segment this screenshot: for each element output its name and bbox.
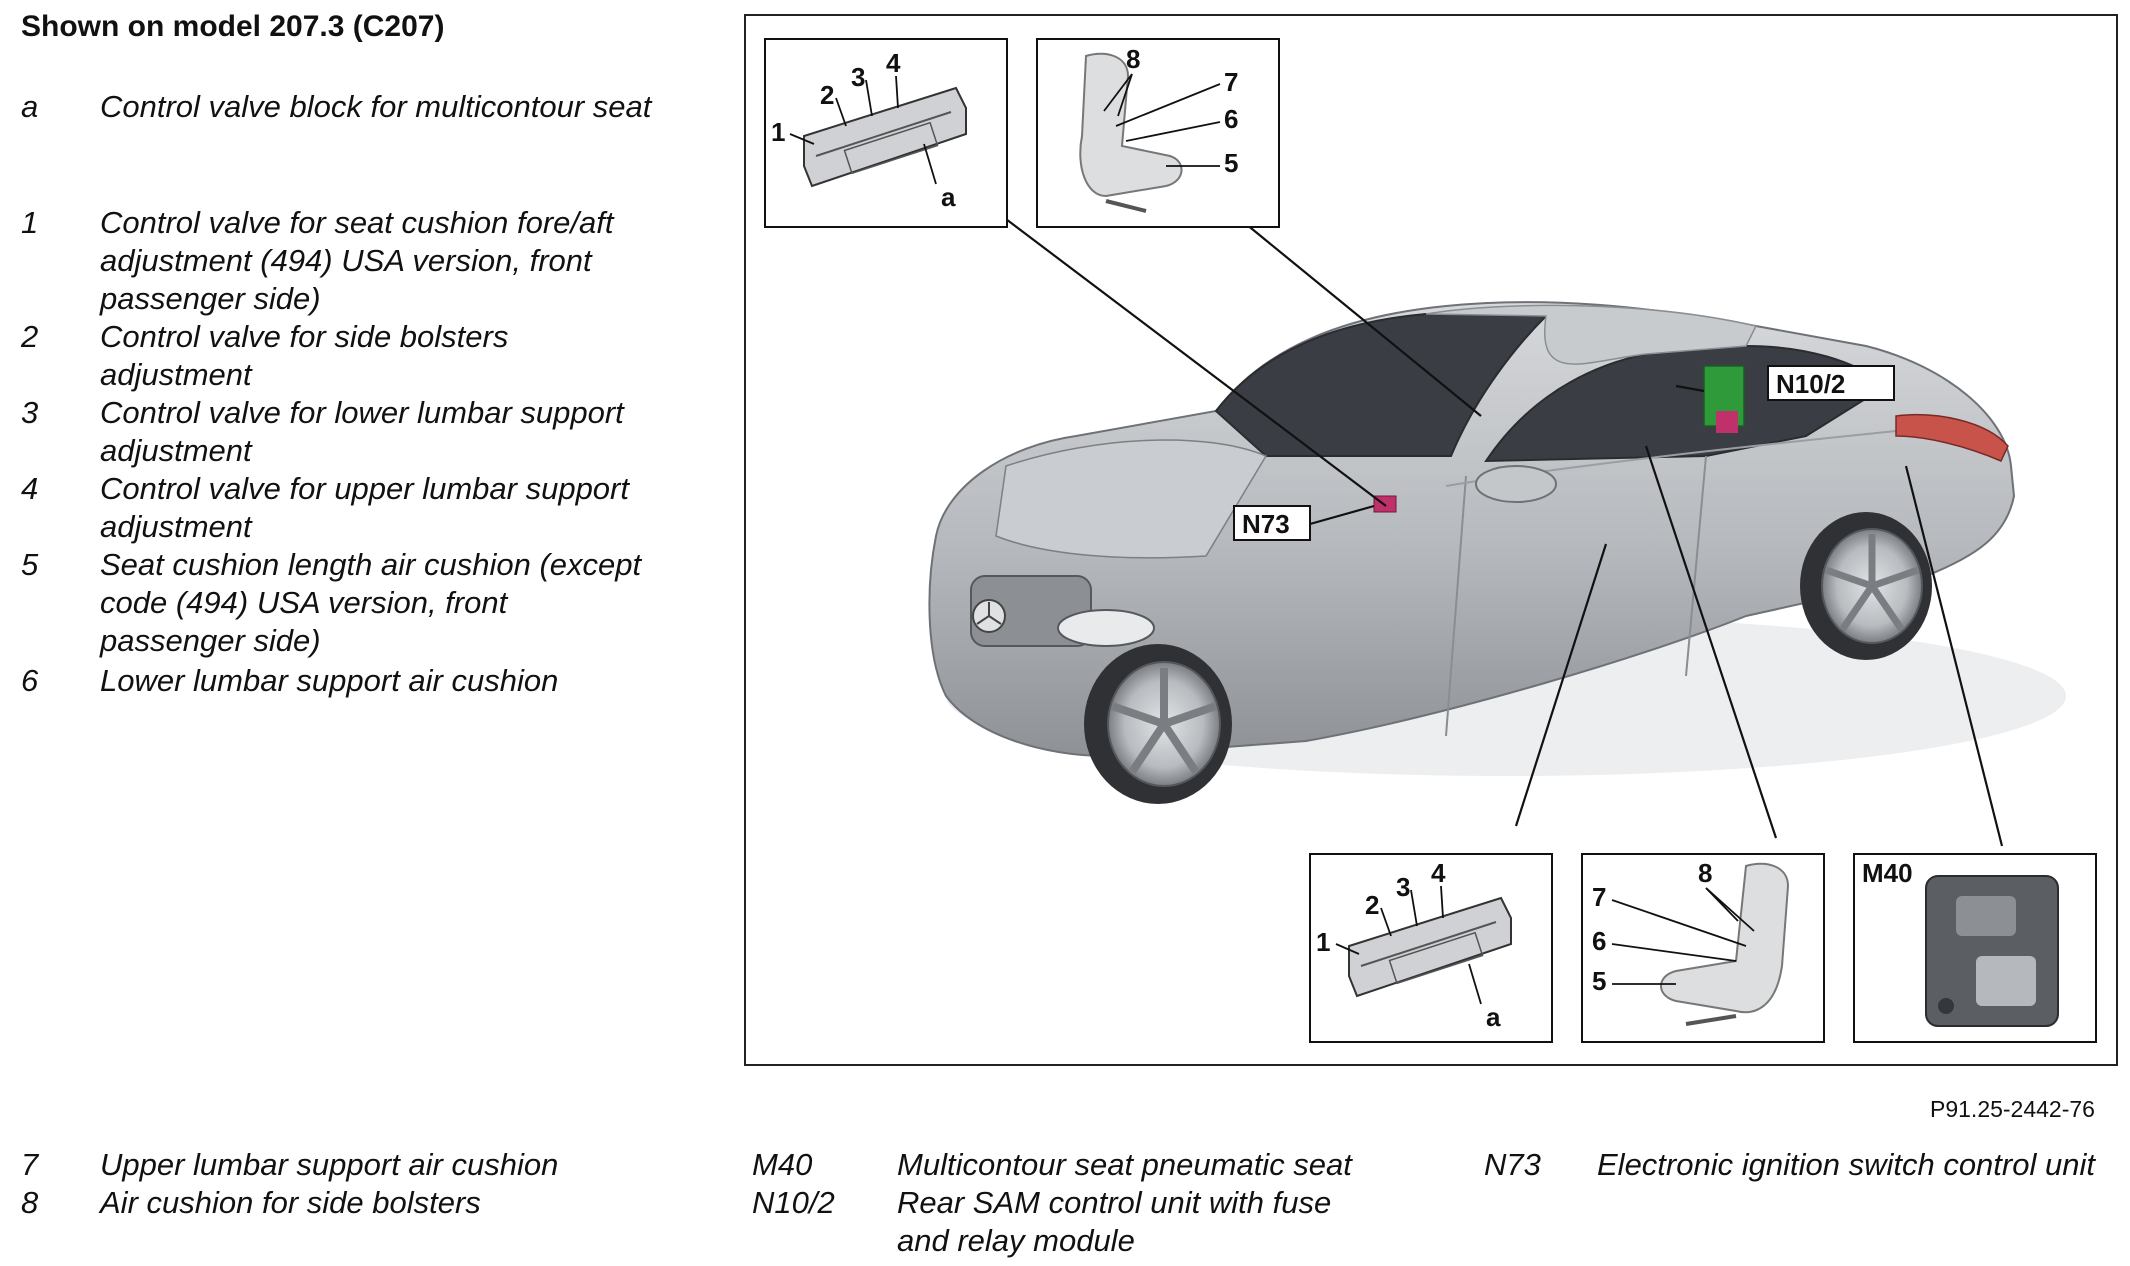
legend-key: 5 bbox=[21, 547, 39, 582]
legend-text: Control valve for side bolsters adjustme… bbox=[100, 319, 509, 392]
inset-seat-top bbox=[1036, 38, 1280, 228]
valve-label-3-bottom: 3 bbox=[1396, 872, 1410, 902]
headlight bbox=[1057, 609, 1155, 647]
svg-text:N73: N73 bbox=[1242, 509, 1290, 539]
legend-text: Lower lumbar support air cushion bbox=[100, 663, 559, 698]
legend-key: 7 bbox=[21, 1147, 39, 1182]
valve-label-4-bottom: 4 bbox=[1431, 858, 1446, 888]
seat-label-6-bottom: 6 bbox=[1592, 926, 1606, 956]
valve-label-3: 3 bbox=[851, 62, 865, 92]
valve-label-2-bottom: 2 bbox=[1365, 890, 1379, 920]
roof-highlight bbox=[1425, 304, 1758, 365]
valve-label-4: 4 bbox=[886, 48, 901, 78]
legend-key: a bbox=[21, 89, 39, 124]
legend-text: Electronic ignition switch control unit bbox=[1597, 1147, 2095, 1182]
legend-text: Upper lumbar support air cushion bbox=[100, 1147, 559, 1182]
car-illustration bbox=[928, 301, 2066, 804]
valve-label-2: 2 bbox=[820, 80, 834, 110]
legend-text: Control valve for seat cushion fore/aft … bbox=[100, 205, 614, 316]
legend-key: 3 bbox=[21, 395, 39, 430]
valve-label-1-bottom: 1 bbox=[1316, 927, 1330, 957]
seat-label-5: 5 bbox=[1224, 148, 1238, 178]
figure-reference: P91.25-2442-76 bbox=[1930, 1096, 2095, 1122]
legend-text: Rear SAM control unit with fuse and rela… bbox=[897, 1185, 1332, 1258]
leader-lines bbox=[993, 209, 2004, 847]
page-title: Shown on model 207.3 (C207) bbox=[21, 10, 445, 43]
seat-label-7-bottom: 7 bbox=[1592, 882, 1606, 912]
legend-text: Seat cushion length air cushion (except … bbox=[100, 547, 642, 658]
seat-label-8-bottom: 8 bbox=[1698, 858, 1712, 888]
seat-label-5-bottom: 5 bbox=[1592, 966, 1606, 996]
legend-text: Control valve for upper lumbar support a… bbox=[100, 471, 629, 544]
legend-key: 6 bbox=[21, 663, 39, 698]
legend-text: Control valve for lower lumbar support a… bbox=[100, 395, 624, 468]
legend-key: N73 bbox=[1484, 1147, 1541, 1182]
car-diagram: 1 2 3 4 a 8 7 6 5 1 2 3 4 a 8 7 6 5 M40 bbox=[764, 38, 2097, 1043]
diagram-figure: 1 2 3 4 a 8 7 6 5 1 2 3 4 a 8 7 6 5 M40 bbox=[744, 14, 2118, 1066]
inset-m40 bbox=[1853, 853, 2097, 1043]
seat-label-8: 8 bbox=[1126, 44, 1140, 74]
inset-seat-bottom bbox=[1581, 853, 1825, 1043]
legend-main: a Control valve block for multicontour s… bbox=[21, 88, 661, 728]
callout-n73: N73 bbox=[1233, 505, 1311, 541]
valve-block-label-a: a bbox=[941, 182, 956, 212]
legend-key: 4 bbox=[21, 471, 39, 506]
seat-label-7: 7 bbox=[1224, 67, 1238, 97]
legend-key: 1 bbox=[21, 205, 39, 240]
legend-text: Multicontour seat pneumatic seat bbox=[897, 1147, 1352, 1182]
legend-key: M40 bbox=[752, 1147, 813, 1182]
callout-n10-2: N10/2 bbox=[1767, 365, 1895, 401]
legend-key: N10/2 bbox=[752, 1185, 835, 1220]
inset-valve-block-top bbox=[764, 38, 1008, 228]
m40-label: M40 bbox=[1862, 858, 1913, 888]
side-mirror bbox=[1475, 465, 1557, 503]
valve-label-1: 1 bbox=[771, 117, 785, 147]
legend-text: Control valve block for multicontour sea… bbox=[100, 89, 652, 124]
legend-key: 2 bbox=[21, 319, 39, 354]
front-wheel bbox=[1084, 644, 1232, 804]
svg-text:N10/2: N10/2 bbox=[1776, 369, 1845, 399]
legend-bottom: 7 Upper lumbar support air cushion 8 Air… bbox=[0, 1146, 2130, 1266]
legend-text: Air cushion for side bolsters bbox=[100, 1185, 481, 1220]
valve-block-label-a-bottom: a bbox=[1486, 1002, 1501, 1032]
legend-key: 8 bbox=[21, 1185, 39, 1220]
rear-wheel bbox=[1800, 512, 1932, 660]
inset-valve-block-bottom bbox=[1309, 853, 1553, 1043]
seat-label-6: 6 bbox=[1224, 104, 1238, 134]
